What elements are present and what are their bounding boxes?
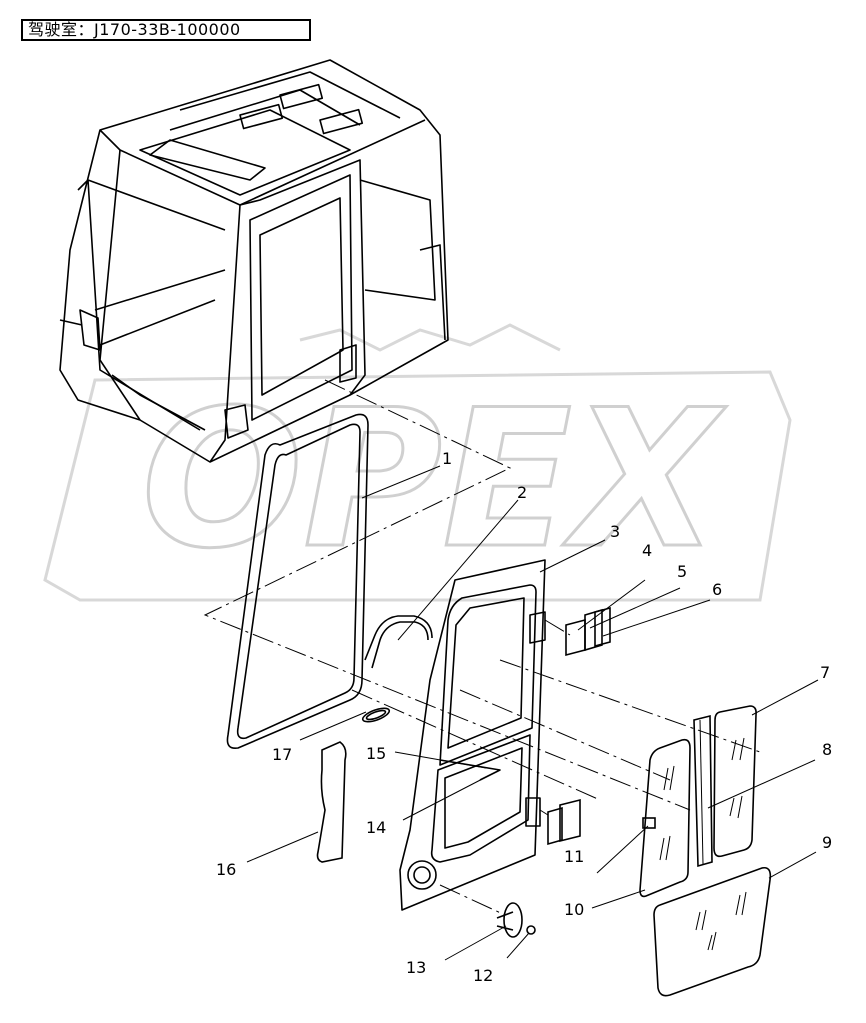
part-17-grommet bbox=[361, 707, 391, 723]
callout-2: 2 bbox=[517, 483, 528, 502]
leader-lines bbox=[246, 465, 819, 961]
part-2-handle bbox=[364, 615, 433, 669]
cab-assembly bbox=[59, 59, 449, 463]
callout-16: 16 bbox=[216, 860, 237, 879]
part-12-screw bbox=[526, 925, 536, 935]
callout-10: 10 bbox=[564, 900, 585, 919]
callout-11: 11 bbox=[564, 847, 585, 866]
opex-watermark: OPEX bbox=[43, 323, 792, 602]
watermark-text: OPEX bbox=[141, 369, 727, 590]
part-7-glass bbox=[713, 705, 757, 858]
callout-12: 12 bbox=[473, 966, 494, 985]
door-assembly bbox=[399, 559, 546, 911]
part-9-glass bbox=[653, 866, 772, 997]
part-16-gasket bbox=[316, 741, 347, 863]
part-8-strip bbox=[693, 714, 713, 868]
callout-15: 15 bbox=[366, 744, 387, 763]
part-10-glass bbox=[639, 738, 691, 898]
callout-17: 17 bbox=[272, 745, 293, 764]
callout-14: 14 bbox=[366, 818, 387, 837]
diagram-title: 驾驶室：J170-33B-100000 bbox=[21, 19, 311, 41]
callout-1: 1 bbox=[442, 449, 453, 468]
callout-5: 5 bbox=[677, 562, 688, 581]
callout-8: 8 bbox=[822, 740, 833, 759]
part-13-lock bbox=[496, 902, 523, 938]
callout-7: 7 bbox=[820, 663, 831, 682]
callout-9: 9 bbox=[822, 833, 833, 852]
parts-4-5-6-hinge bbox=[565, 606, 611, 657]
part-11-latch bbox=[547, 798, 581, 846]
part-1-window-seal bbox=[226, 413, 369, 750]
callout-3: 3 bbox=[610, 522, 621, 541]
callout-4: 4 bbox=[642, 541, 653, 560]
callout-13: 13 bbox=[406, 958, 427, 977]
callout-6: 6 bbox=[712, 580, 723, 599]
